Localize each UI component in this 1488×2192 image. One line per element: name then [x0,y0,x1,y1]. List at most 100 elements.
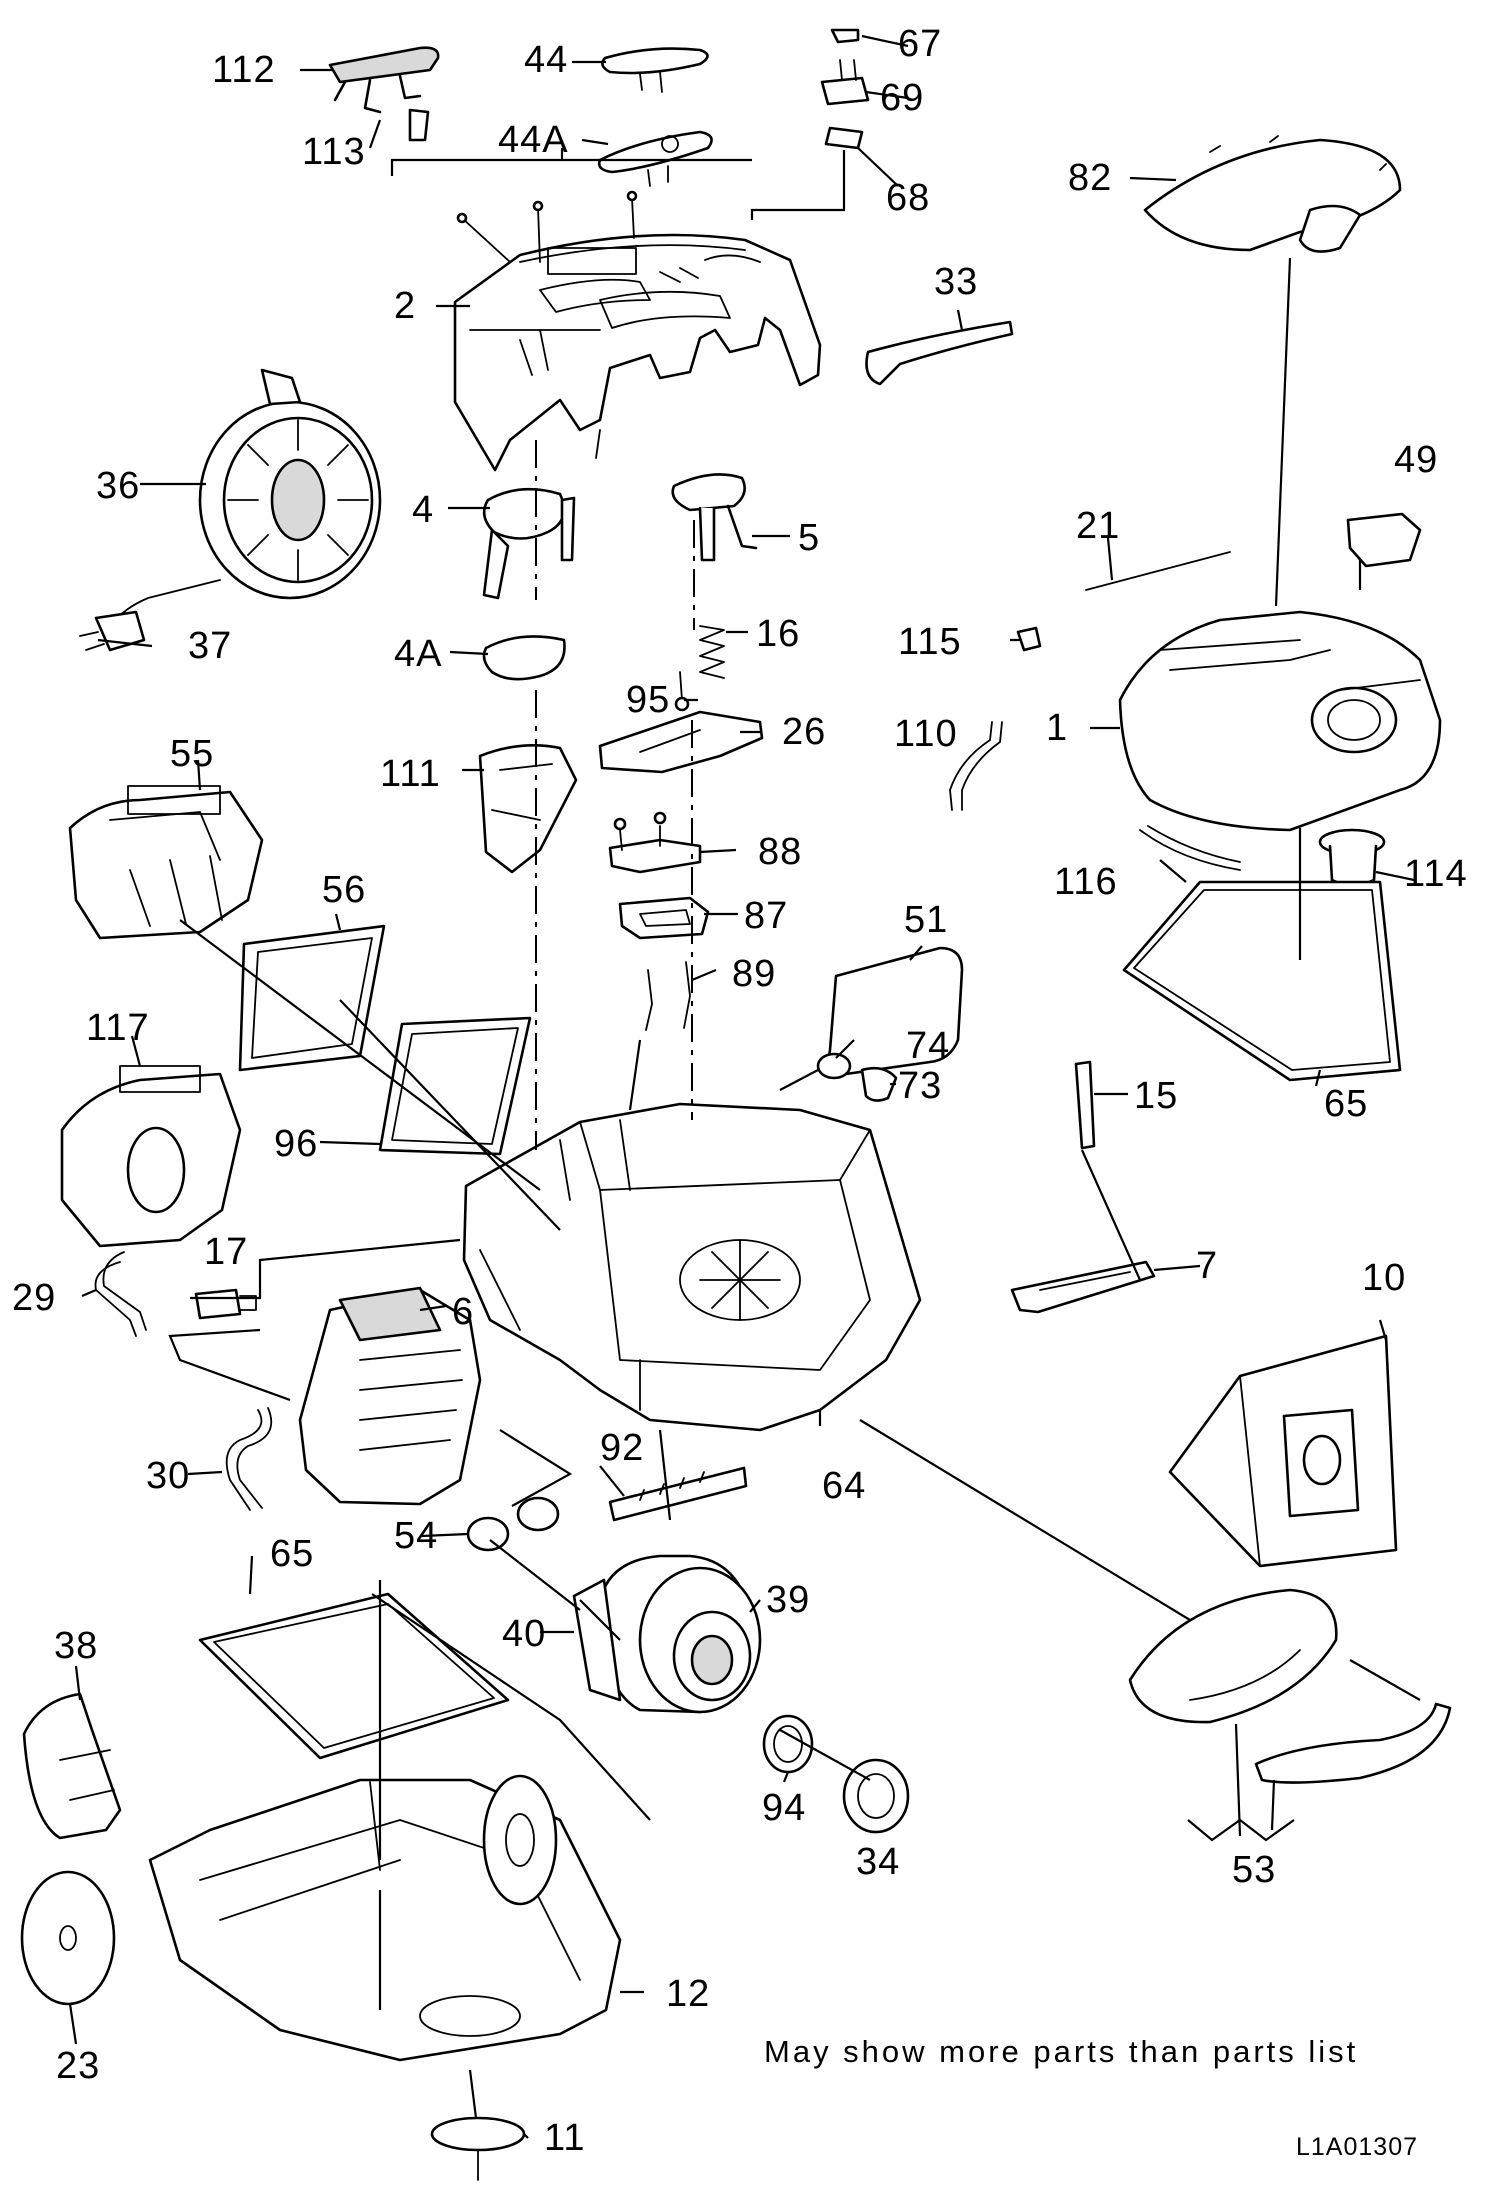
part-2-top-cover [453,233,822,472]
part-44a-pedal-button-alt [597,130,713,187]
part-38-side-cover [22,1692,122,1840]
callout-64: 64 [822,1465,866,1507]
part-95-screw [674,671,690,712]
callout-114: 114 [1404,853,1468,895]
drawing-code: L1A01307 [1296,2133,1419,2161]
assembly-axis-lines [168,148,1421,2119]
callout-23: 23 [56,2045,100,2087]
part-53-bumper [1128,1588,1452,1784]
part-64-main-body [462,1102,922,1432]
part-23-wheel [20,1870,116,2006]
callout-56: 56 [322,869,366,911]
part-39-motor [598,1554,762,1714]
part-117-filter-cover-alt [60,1065,242,1248]
part-115-clip [1016,626,1042,652]
part-5-latch-button [671,473,758,562]
callout-95: 95 [626,679,670,721]
part-82-top-lid [1143,135,1402,253]
callout-21: 21 [1076,505,1120,547]
callout-94: 94 [762,1787,806,1829]
callout-11: 11 [544,2117,585,2159]
part-92-strip [608,1466,748,1522]
callout-33: 33 [934,261,978,303]
callout-2: 2 [394,285,416,327]
callout-1: 1 [1046,707,1068,749]
part-56-filter-frame [238,924,386,1072]
callout-115: 115 [898,621,962,663]
callout-67: 67 [898,23,942,65]
parts-list-note: May show more parts than parts list [764,2034,1359,2069]
part-87-gasket [618,896,710,940]
callout-34: 34 [856,1841,900,1883]
callout-10: 10 [1362,1257,1406,1299]
callout-37: 37 [188,625,232,667]
part-65-seal-bottom [198,1592,510,1760]
callout-68: 68 [886,177,930,219]
part-40-motor-housing [572,1578,622,1702]
callout-16: 16 [756,613,800,655]
part-65-seal-top [1122,880,1402,1082]
part-111-cord-guide [478,744,578,874]
part-114-nozzle-adapter [1318,828,1386,887]
part-55-filter-cover [68,785,264,940]
callout-96: 96 [274,1123,318,1165]
callout-51: 51 [904,899,948,941]
part-96-filter [378,1016,532,1156]
part-67-switch-contact [830,28,860,44]
callout-87: 87 [744,895,788,937]
part-30-hose-lower [225,1407,273,1511]
callout-116: 116 [1054,861,1118,903]
callout-36: 36 [96,465,140,507]
part-7-bag-holder [1010,1260,1156,1314]
part-11-caster [430,2116,526,2181]
part-15-latch-rod [1074,1060,1096,1150]
part-113-spring-clip [408,108,430,142]
callout-88: 88 [758,831,802,873]
part-4-release-button [482,487,576,600]
part-10-dust-bag [1168,1334,1398,1568]
part-26-mounting-plate [598,710,764,774]
callout-110: 110 [894,713,958,755]
callout-15: 15 [1134,1075,1178,1117]
callout-17: 17 [204,1231,248,1273]
part-112-handle-button [328,46,440,114]
callout-39: 39 [766,1579,810,1621]
part-44-pedal-button [601,47,709,93]
part-116-hose [1139,825,1241,871]
callout-65a: 65 [1324,1083,1368,1125]
callout-112: 112 [212,49,276,91]
callout-4: 4 [412,489,434,531]
callout-40: 40 [502,1613,546,1655]
top-cover-screws [456,190,638,263]
part-4a-release-button-cap [482,635,566,681]
callout-6: 6 [452,1291,474,1333]
part-12-wheel-right [482,1774,558,1906]
part-68-switch-bracket [824,126,864,150]
callout-5: 5 [798,517,820,559]
part-89-clips [645,961,691,1031]
callout-55: 55 [170,733,214,775]
part-49-latch [1346,512,1422,568]
callout-12: 12 [666,1973,710,2015]
part-callouts: 112 113 44 44A 67 69 68 82 2 33 36 37 4 … [12,23,1468,2159]
part-29-hose-left [94,1251,147,1337]
callout-73: 73 [898,1065,942,1107]
callout-69: 69 [880,77,924,119]
callout-44: 44 [524,39,568,81]
part-36-cord-reel [109,368,382,629]
callout-29: 29 [12,1277,56,1319]
callout-82: 82 [1068,157,1112,199]
callout-44a: 44A [498,119,569,161]
part-17-connector [194,1288,257,1320]
callout-38: 38 [54,1625,98,1667]
callout-65b: 65 [270,1533,314,1575]
part-54-bearing [466,1496,560,1552]
callout-30: 30 [146,1455,190,1497]
part-33-handle-strip [865,320,1014,386]
callout-89: 89 [732,953,776,995]
part-88-bracket [608,811,702,874]
callout-26: 26 [782,711,826,753]
callout-74: 74 [906,1025,950,1067]
part-6-motor-filter-housing [298,1286,482,1506]
callout-4a: 4A [394,633,442,675]
